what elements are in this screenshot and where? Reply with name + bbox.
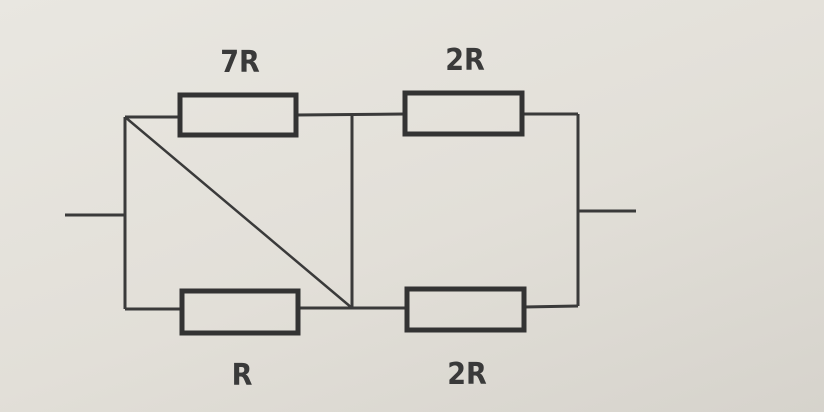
resistor-top-left: 7R	[177, 45, 299, 138]
resistor-label: 2R	[445, 43, 485, 78]
diagonal-short-wire	[124, 116, 353, 309]
resistor-label: 2R	[447, 357, 487, 392]
resistor-bottom-right: 2R	[404, 286, 527, 392]
resistor-top-right: 2R	[402, 43, 525, 137]
resistor-label: 7R	[220, 45, 260, 80]
wires	[65, 112, 636, 311]
resistor-bottom-left: R	[179, 288, 301, 393]
resistor-label: R	[232, 358, 253, 393]
wire	[523, 304, 579, 309]
